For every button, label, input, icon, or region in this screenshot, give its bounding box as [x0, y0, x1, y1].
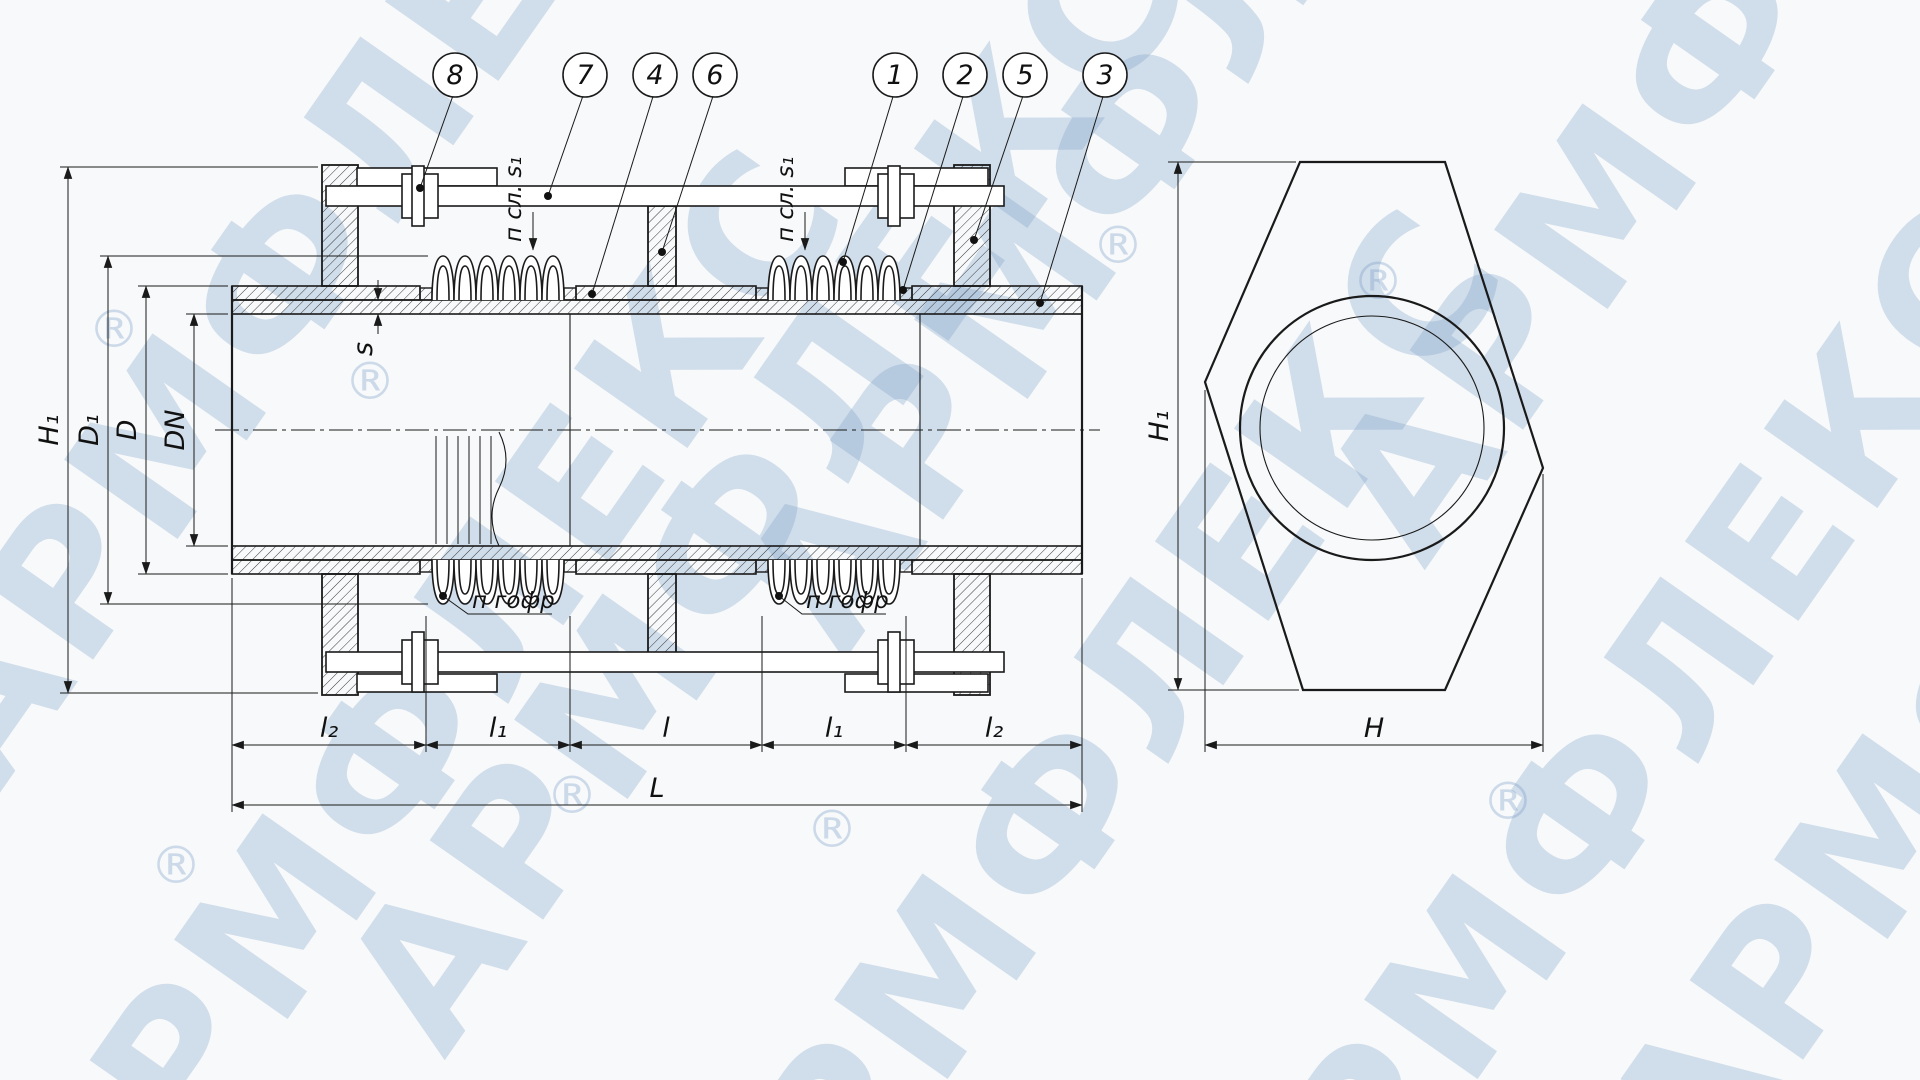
strap-bottom-right	[844, 673, 989, 693]
main-section-view	[215, 164, 1100, 696]
callout-3: 3	[1036, 52, 1128, 307]
dim-D: D	[112, 285, 228, 575]
dim-l2-right-label: l₂	[985, 713, 1004, 744]
flange-plate-outline	[1203, 160, 1545, 692]
middle-lug-bottom	[647, 573, 677, 655]
flanges	[321, 164, 991, 696]
dim-D1-label: D₁	[74, 414, 105, 446]
tie-rod-bottom	[325, 651, 1005, 673]
bore-inner-circle	[1259, 315, 1485, 541]
tie-rod-assembly	[325, 165, 1005, 693]
corrugation-count-left: п гофр	[439, 588, 555, 615]
callout-1: 1	[839, 52, 918, 266]
pin-top-right	[887, 165, 901, 227]
callout-1-number: 1	[886, 60, 903, 91]
callout-7-number: 7	[576, 60, 593, 91]
dim-l-label: l	[662, 713, 670, 744]
cutaway-corrugation-lines	[435, 436, 492, 544]
dim-DN-label: DN	[160, 410, 191, 451]
callout-4: 4	[588, 52, 678, 298]
callout-5: 5	[970, 52, 1048, 244]
middle-lug-top	[647, 205, 677, 287]
plies-annotation-left: п сл. s₁	[501, 156, 538, 251]
corrugation-count-right: п гофр	[775, 588, 889, 615]
bellows-left-top	[431, 255, 565, 301]
callout-4-number: 4	[646, 60, 663, 91]
dim-H-side-label: H	[1364, 713, 1384, 744]
bellows-end-rings	[419, 287, 913, 573]
pipe-interior	[215, 286, 1100, 574]
callout-6: 6	[658, 52, 738, 256]
vertical-dimensions: H₁ D₁ D DN	[34, 166, 428, 694]
callout-6-number: 6	[706, 60, 723, 91]
svg-text:п сл. s₁: п сл. s₁	[773, 156, 799, 242]
dim-D1: D₁	[74, 255, 428, 605]
dim-DN: DN	[160, 313, 228, 547]
svg-text:п сл. s₁: п сл. s₁	[501, 156, 527, 242]
side-view: H₁ H	[1144, 160, 1545, 752]
pin-bottom-left	[411, 631, 425, 693]
dim-H1-label: H₁	[34, 414, 65, 445]
svg-text:п гофр: п гофр	[806, 588, 889, 614]
callout-5-number: 5	[1016, 60, 1033, 91]
svg-text:п гофр: п гофр	[472, 588, 555, 614]
callout-3-number: 3	[1096, 60, 1113, 91]
dim-s: s	[348, 280, 386, 356]
break-line	[491, 431, 507, 547]
pin-top-left	[411, 165, 425, 227]
callouts: 8 7 4 6	[416, 52, 1128, 307]
dim-H1: H₁	[34, 166, 318, 694]
callout-2-number: 2	[956, 60, 973, 91]
flange-left-bottom	[321, 573, 359, 696]
plies-annotation-right: п сл. s₁	[773, 156, 810, 251]
callout-7: 7	[544, 52, 608, 200]
pin-bottom-right	[887, 631, 901, 693]
dim-l1-left-label: l₁	[489, 713, 507, 744]
bellows-right-top	[767, 255, 901, 301]
callout-2: 2	[899, 52, 988, 294]
dim-l1-right-label: l₁	[825, 713, 843, 744]
tie-rod-top	[325, 185, 1005, 207]
dim-L-label: L	[649, 773, 664, 804]
annotations: п сл. s₁ п сл. s₁ п гофр п гофр	[439, 156, 889, 615]
callout-8: 8	[416, 52, 478, 192]
flange-left-top	[321, 164, 359, 287]
dim-l2-left-label: l₂	[320, 713, 339, 744]
dim-s-label: s	[348, 342, 379, 356]
horizontal-dimensions: l₂ l₁ l l₁ l₂ L	[231, 578, 1083, 812]
dim-H1-side-label: H₁	[1144, 410, 1175, 441]
dim-H-side: H	[1204, 390, 1544, 752]
dim-D-label: D	[112, 420, 143, 441]
bore-outer-circle	[1238, 294, 1506, 562]
callout-8-number: 8	[446, 60, 463, 91]
dim-H1-side: H₁	[1144, 161, 1299, 691]
